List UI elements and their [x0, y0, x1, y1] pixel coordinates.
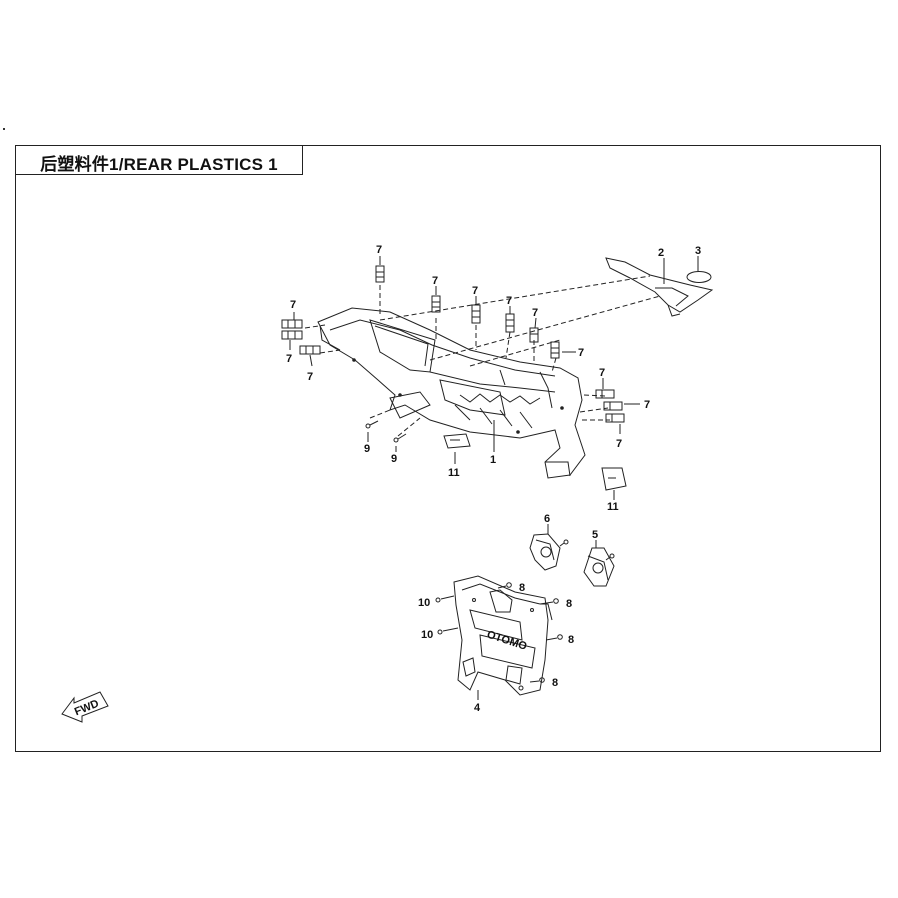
diagram-title: 后塑料件1/REAR PLASTICS 1: [40, 155, 278, 174]
callout-8: 8: [519, 582, 525, 594]
callout-8: 8: [568, 634, 574, 646]
fwd-label: FWD: [73, 698, 101, 719]
clip-fasteners: [281, 265, 625, 423]
callout-9: 9: [391, 453, 397, 465]
callout-7: 7: [290, 299, 296, 311]
callout-7: 7: [532, 307, 538, 319]
callout-7: 7: [432, 275, 438, 287]
callout-4: 4: [474, 702, 481, 714]
callout-7: 7: [376, 244, 382, 256]
part-rear-fender: [317, 307, 586, 479]
leader-lines: [289, 256, 699, 700]
callout-2: 2: [658, 247, 664, 259]
callout-7: 7: [286, 353, 292, 365]
callout-3: 3: [695, 245, 701, 257]
callout-7: 7: [616, 438, 622, 450]
title-box: 后塑料件1/REAR PLASTICS 1: [15, 145, 303, 175]
callout-11: 11: [607, 501, 619, 513]
part-rear-trim: [605, 257, 714, 317]
part-pads: [443, 433, 627, 491]
nut-fasteners: [435, 582, 563, 683]
callout-7: 7: [644, 399, 650, 411]
fwd-arrow-icon: [61, 691, 109, 723]
callout-7: 7: [599, 367, 605, 379]
diagram-frame: [15, 145, 881, 752]
callout-7: 7: [307, 371, 313, 383]
callout-10: 10: [418, 597, 430, 609]
callout-7: 7: [578, 347, 584, 359]
callout-7: 7: [506, 295, 512, 307]
screw-fasteners: [365, 420, 407, 443]
callout-11: 11: [448, 467, 460, 479]
callout-9: 9: [364, 443, 370, 455]
callout-5: 5: [592, 529, 598, 541]
callout-8: 8: [566, 598, 572, 610]
part-brackets: [529, 533, 615, 587]
part-oval-sticker: [686, 271, 712, 283]
callout-10: 10: [421, 629, 433, 641]
brand-logo: OTOMO: [485, 629, 528, 653]
assembly-lines: [304, 275, 661, 437]
callout-7: 7: [472, 285, 478, 297]
callout-labels: 7 7 7 7 7 7 7 7 7 7 7 7 2 3 1 9 9 11 11 …: [286, 244, 701, 714]
margin-mark: [3, 128, 5, 130]
callout-8: 8: [552, 677, 558, 689]
callout-1: 1: [490, 454, 496, 466]
part-rear-lower-panel: [453, 575, 553, 696]
callout-6: 6: [544, 513, 550, 525]
